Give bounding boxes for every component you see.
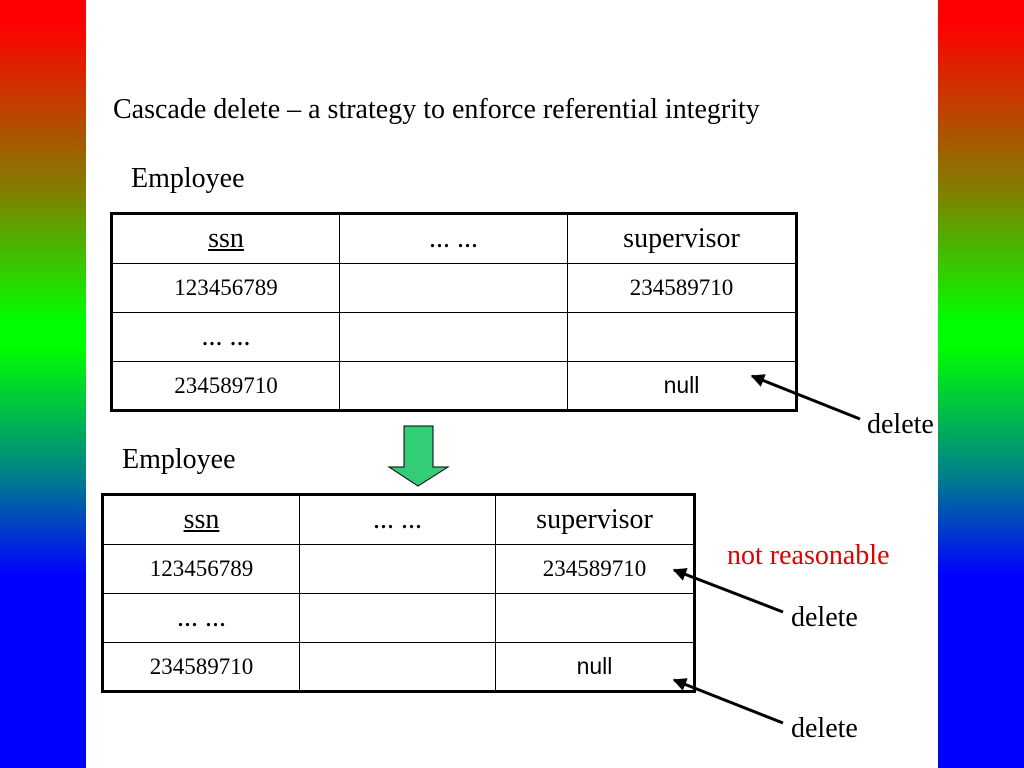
down-arrow-icon — [387, 425, 450, 487]
after-delete-note-lower: delete — [791, 713, 858, 744]
cell-ssn: ... ... — [111, 312, 340, 362]
cell-other — [339, 312, 568, 362]
slide-title: Cascade delete – a strategy to enforce r… — [113, 94, 760, 125]
cell-ssn: 234589710 — [102, 642, 300, 692]
cell-ssn: 123456789 — [111, 263, 340, 313]
pointer-arrow-before — [750, 374, 861, 421]
pointer-arrow-after-upper — [672, 568, 784, 614]
not-reasonable-note: not reasonable — [727, 540, 890, 571]
before-employee-table: ssn ... ... supervisor 123456789 2345897… — [110, 212, 798, 412]
cell-other — [339, 263, 568, 313]
cell-supervisor: null — [495, 642, 695, 692]
before-table-label: Employee — [131, 163, 245, 194]
header-ssn: ssn — [102, 494, 300, 545]
cell-supervisor — [495, 593, 695, 643]
table-header-row: ssn ... ... supervisor — [102, 494, 695, 545]
table-row: ... ... — [111, 312, 797, 362]
cell-supervisor: 234589710 — [495, 544, 695, 594]
cell-other — [339, 361, 568, 411]
table-row: 123456789 234589710 — [111, 263, 797, 313]
right-gradient-bar — [938, 0, 1024, 768]
cell-ssn: 234589710 — [111, 361, 340, 411]
header-supervisor: supervisor — [495, 494, 695, 545]
table-row: 234589710 null — [102, 642, 695, 692]
table-header-row: ssn ... ... supervisor — [111, 213, 797, 264]
after-employee-table: ssn ... ... supervisor 123456789 2345897… — [101, 493, 696, 693]
before-delete-note: delete — [867, 409, 934, 440]
left-gradient-bar — [0, 0, 86, 768]
after-delete-note-upper: delete — [791, 602, 858, 633]
cell-supervisor: 234589710 — [567, 263, 797, 313]
header-other: ... ... — [299, 494, 496, 545]
pointer-arrow-after-lower — [672, 678, 784, 725]
cell-supervisor — [567, 312, 797, 362]
after-table-label: Employee — [122, 444, 236, 475]
table-row: 234589710 null — [111, 361, 797, 411]
